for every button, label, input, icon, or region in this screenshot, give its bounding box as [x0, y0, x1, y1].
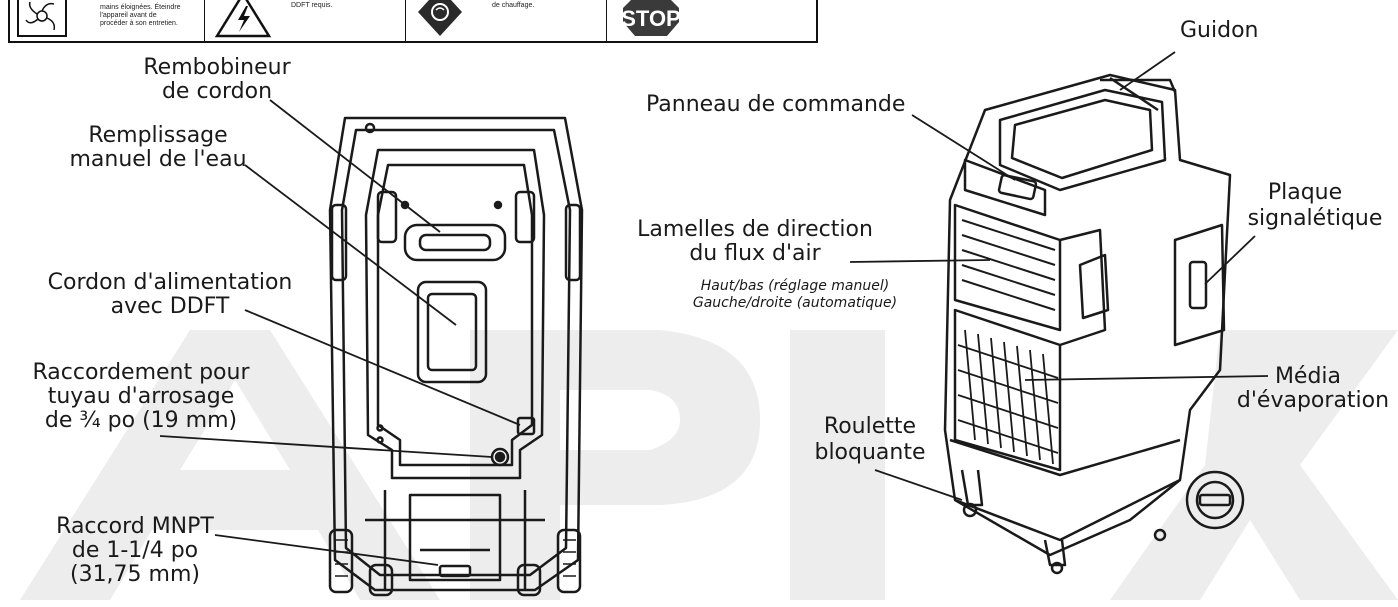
fan-blade-warning-icon	[17, 0, 67, 37]
label-raccord-mnpt: Raccord MNPT	[56, 514, 214, 539]
warning-cell-stop: STOP	[607, 0, 815, 41]
label-rembobineur: Rembobineur	[143, 55, 291, 80]
warning-text-fan-2: l'appareil avant de	[100, 12, 157, 19]
warning-cell-electric: DDFT requis.	[205, 0, 406, 41]
label-remplissage: Remplissage	[88, 123, 228, 148]
stop-sign-icon: STOP	[621, 0, 681, 36]
label-guidon: Guidon	[1180, 18, 1259, 43]
label-rembobineur-2: de cordon	[161, 79, 273, 104]
label-raccordement-2: tuyau d'arrosage	[47, 384, 235, 409]
label-raccordement: Raccordement pour	[32, 360, 250, 385]
label-cordon: Cordon d'alimentation	[47, 270, 293, 295]
label-raccordement-3: de ¾ po (19 mm)	[44, 408, 238, 433]
no-heater-icon	[418, 0, 462, 36]
warning-strip: mains éloignées. Éteindre l'appareil ava…	[8, 0, 818, 43]
label-lamelles-note: Haut/bas (réglage manuel)	[700, 278, 890, 294]
label-roulette-2: bloquante	[814, 440, 926, 465]
electric-shock-warning-icon	[214, 0, 272, 38]
warning-cell-heater: de chauffage.	[406, 0, 607, 41]
warning-cell-fan: mains éloignées. Éteindre l'appareil ava…	[10, 0, 205, 41]
label-media-2: d'évaporation	[1236, 388, 1390, 413]
label-roulette: Roulette	[823, 414, 917, 439]
label-raccord-mnpt-3: (31,75 mm)	[69, 562, 200, 587]
warning-text-ddft: DDFT requis.	[291, 2, 333, 9]
warning-text-fan-3: procéder à son entretien.	[100, 20, 178, 27]
label-plaque: Plaque	[1267, 180, 1343, 205]
label-lamelles: Lamelles de direction	[637, 217, 873, 242]
label-lamelles-2: du flux d'air	[689, 241, 821, 266]
label-plaque-2: signalétique	[1247, 206, 1383, 231]
label-cordon-2: avec DDFT	[110, 294, 230, 319]
warning-text-heater: de chauffage.	[492, 2, 535, 9]
label-panneau: Panneau de commande	[646, 92, 906, 117]
warning-text-fan-1: mains éloignées. Éteindre	[100, 4, 181, 11]
label-media: Média	[1274, 364, 1342, 389]
label-raccord-mnpt-2: de 1-1/4 po	[71, 538, 199, 563]
stop-sign-text: STOP	[621, 6, 681, 31]
label-remplissage-2: manuel de l'eau	[69, 147, 247, 172]
label-lamelles-note-2: Gauche/droite (automatique)	[692, 295, 898, 311]
